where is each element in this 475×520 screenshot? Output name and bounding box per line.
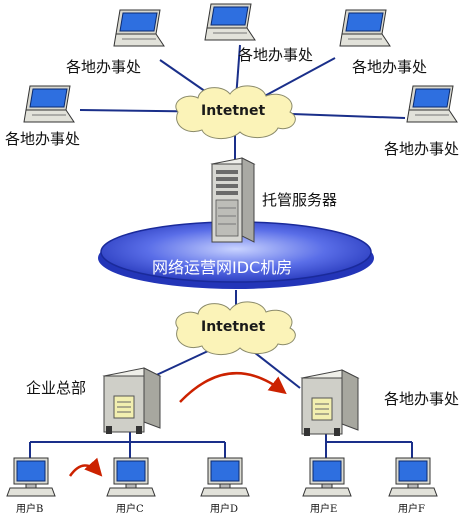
office-label-mid-right: 各地办事处 bbox=[384, 140, 460, 158]
cloud-top-shape bbox=[175, 85, 296, 139]
server-cabinet-icon[interactable] bbox=[296, 368, 362, 438]
laptop-icon[interactable] bbox=[405, 84, 459, 126]
cloud-bottom-shape bbox=[175, 301, 296, 355]
laptop-icon[interactable] bbox=[338, 8, 392, 50]
tower-server-icon[interactable] bbox=[208, 156, 256, 246]
desktop-computer-icon[interactable] bbox=[6, 456, 56, 500]
cloud-bottom-label: Intetnet bbox=[201, 319, 266, 335]
desktop-computer-icon[interactable] bbox=[302, 456, 352, 500]
desktop-computer-icon[interactable] bbox=[388, 456, 438, 500]
user-b-label: 用户B bbox=[16, 504, 44, 515]
laptop-icon[interactable] bbox=[112, 8, 166, 50]
desktop-computer-icon[interactable] bbox=[106, 456, 156, 500]
office-label-mid-left: 各地办事处 bbox=[5, 130, 81, 148]
desktop-computer-icon[interactable] bbox=[200, 456, 250, 500]
hosting-server-label: 托管服务器 bbox=[262, 191, 338, 209]
user-d-label: 用户D bbox=[210, 504, 239, 515]
office-label-top-center: 各地办事处 bbox=[238, 46, 314, 64]
user-c-label: 用户C bbox=[116, 504, 144, 515]
office-label-top-right: 各地办事处 bbox=[352, 58, 428, 76]
server-cabinet-icon[interactable] bbox=[98, 366, 164, 436]
office-label-bottom-right: 各地办事处 bbox=[384, 390, 460, 408]
office-label-top-left: 各地办事处 bbox=[66, 58, 142, 76]
user-f-label: 用户F bbox=[398, 504, 425, 515]
hq-label: 企业总部 bbox=[26, 379, 87, 397]
idc-label: 网络运营网IDC机房 bbox=[152, 258, 293, 277]
user-e-label: 用户E bbox=[310, 504, 338, 515]
laptop-icon[interactable] bbox=[203, 2, 257, 44]
laptop-icon[interactable] bbox=[22, 84, 76, 126]
user-b-to-c-arrow bbox=[68, 457, 103, 477]
cloud-top-label: Intetnet bbox=[201, 103, 266, 119]
hq-to-office-arrow bbox=[179, 372, 287, 403]
